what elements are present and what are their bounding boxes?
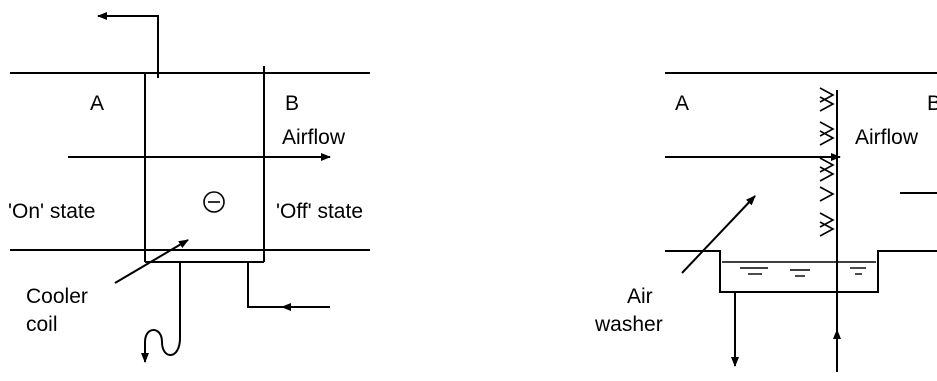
right-airflow-label: Airflow bbox=[855, 126, 919, 149]
coil-outlet-pipe bbox=[97, 12, 159, 78]
off-state-label: 'Off' state bbox=[276, 200, 363, 223]
spray-nozzles bbox=[819, 87, 835, 237]
on-state-label: 'On' state bbox=[8, 200, 95, 223]
cooler-coil-label-line1: Cooler bbox=[26, 285, 88, 308]
nozzle-3b bbox=[819, 166, 835, 182]
nozzle-1b bbox=[819, 96, 835, 112]
left-airflow-label: Airflow bbox=[282, 126, 346, 149]
right-duct-bottom-wall bbox=[665, 250, 937, 293]
right-diagram: A B Airflow Air washer bbox=[594, 72, 937, 372]
condensate-drain bbox=[141, 262, 181, 363]
cooler-coil-pointer bbox=[114, 239, 189, 284]
nozzle-4a bbox=[819, 186, 835, 202]
nozzle-5b bbox=[819, 221, 835, 237]
nozzle-2b bbox=[819, 130, 835, 146]
minus-circle-icon bbox=[203, 191, 225, 213]
right-label-a: A bbox=[675, 92, 689, 115]
right-label-b: B bbox=[927, 92, 937, 115]
left-diagram: A B Airflow 'On' state 'Off' state Coole… bbox=[8, 12, 370, 363]
air-washer-pointer bbox=[681, 195, 756, 274]
air-washer-label-line2: washer bbox=[594, 313, 663, 336]
coil-inlet-pipe bbox=[247, 262, 292, 308]
left-label-b: B bbox=[285, 92, 299, 115]
left-label-a: A bbox=[90, 92, 104, 115]
air-washer-label-line1: Air bbox=[627, 285, 653, 308]
cooler-coil-label-line2: coil bbox=[26, 313, 58, 336]
